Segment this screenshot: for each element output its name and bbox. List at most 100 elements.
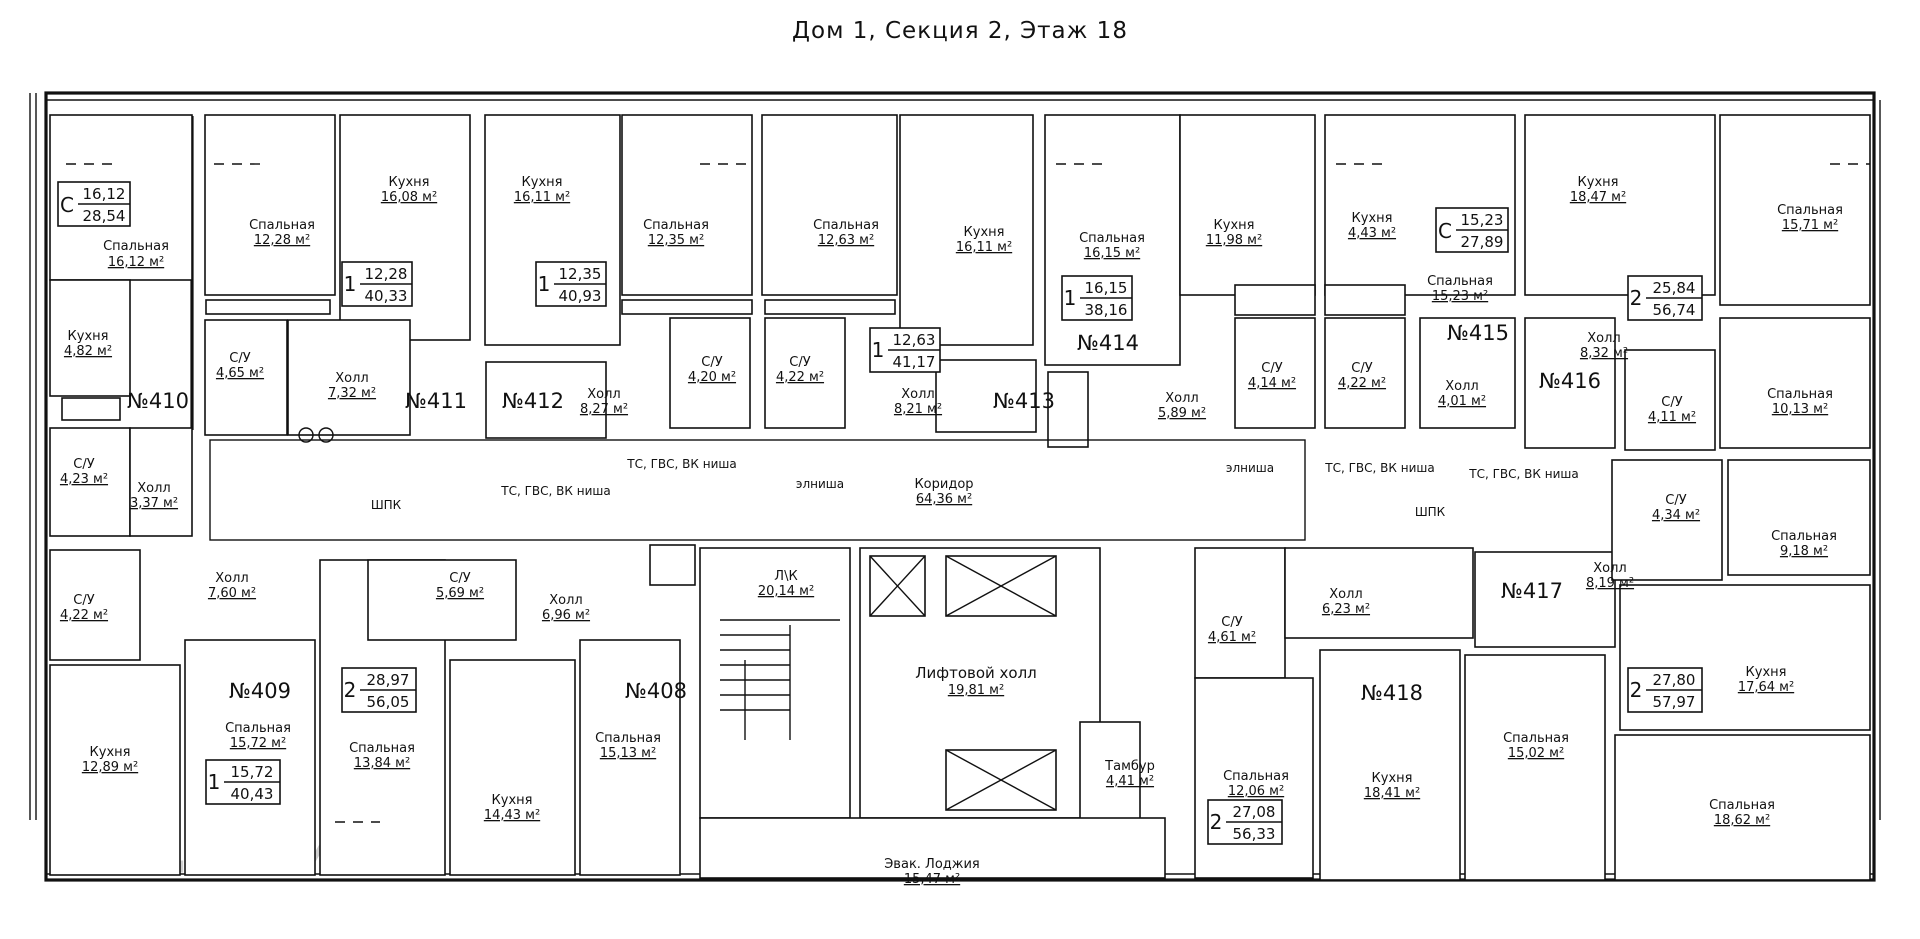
room-name-area: 15,72 м² [230, 736, 286, 751]
shaft-note: ТС, ГВС, ВК ниша [500, 484, 610, 498]
room-area: 8,19 м² [1586, 576, 1634, 591]
apartment-412-number: №412 [502, 389, 564, 413]
room-name: Холл [1593, 561, 1626, 576]
room-area: 4,41 м² [1106, 774, 1154, 789]
room-name: Лифтовой холл [915, 664, 1037, 682]
apartment-414-tag: 1 16,15 38,16 [1061, 275, 1133, 321]
room-name: Спальная [1427, 274, 1493, 289]
room-area: 14,43 м² [484, 808, 540, 823]
stairs [720, 619, 840, 740]
apartment-tags: С 16,12 28,54 1 12,28 40,33 1 12,35 40,9… [57, 181, 1703, 845]
svg-text:15,72: 15,72 [231, 763, 274, 781]
room-name: Кухня [1578, 175, 1619, 190]
svg-text:38,16: 38,16 [1085, 301, 1128, 319]
room-name: С/У [1351, 361, 1372, 376]
room-area: 5,69 м² [436, 586, 484, 601]
room-name: С/У [1665, 493, 1686, 508]
room-area: 18,47 м² [1570, 190, 1626, 205]
room-name: Холл [1165, 391, 1198, 406]
svg-text:56,33: 56,33 [1233, 825, 1276, 843]
room-name: Спальная [225, 721, 291, 736]
room-area: 4,43 м² [1348, 226, 1396, 241]
room-area: 16,12 м² [108, 255, 164, 270]
svg-text:40,43: 40,43 [231, 785, 274, 803]
room-name: Спальная [595, 731, 661, 746]
room-area: 17,64 м² [1738, 680, 1794, 695]
room-name: С/У [1261, 361, 1282, 376]
svg-text:25,84: 25,84 [1653, 279, 1696, 297]
apartment-416-tag: 2 25,84 56,74 [1627, 275, 1703, 321]
svg-text:12,35: 12,35 [559, 265, 602, 283]
room-area: 12,89 м² [82, 760, 138, 775]
room-name: Спальная [1771, 529, 1837, 544]
svg-text:28,97: 28,97 [367, 671, 410, 689]
svg-text:27,89: 27,89 [1461, 233, 1504, 251]
room-area: 16,11 м² [956, 240, 1012, 255]
apartment-numbers: №410 №411 №412 №413 №414 №415 №416 №417 … [127, 321, 1601, 705]
svg-text:1: 1 [872, 338, 885, 362]
technical-notes: ТС, ГВС, ВК ниша ТС, ГВС, ВК ниша ТС, ГВ… [371, 457, 1579, 519]
room-area: 4,01 м² [1438, 394, 1486, 409]
room-area: 8,21 м² [894, 402, 942, 417]
room-area: 4,23 м² [60, 472, 108, 487]
room-area: 15,13 м² [600, 746, 656, 761]
room-name: Тамбур [1104, 759, 1155, 774]
room-area: 20,14 м² [758, 584, 814, 599]
svg-text:56,05: 56,05 [367, 693, 410, 711]
window-marks [66, 163, 1870, 823]
elnisha-note: элниша [1226, 461, 1274, 475]
room-name: Кухня [1352, 211, 1393, 226]
svg-text:27,08: 27,08 [1233, 803, 1276, 821]
svg-text:2: 2 [1210, 810, 1223, 834]
svg-text:56,74: 56,74 [1653, 301, 1696, 319]
room-area: 12,35 м² [648, 233, 704, 248]
room-name: Кухня [1372, 771, 1413, 786]
room-name: Холл [137, 481, 170, 496]
room-area: 15,23 м² [1432, 289, 1488, 304]
room-name: Л\К [774, 569, 797, 584]
apartment-414-number: №414 [1077, 331, 1139, 355]
room-name: Холл [1587, 331, 1620, 346]
room-name: Спальная [103, 239, 169, 254]
svg-text:41,17: 41,17 [893, 353, 936, 371]
room-name: Кухня [522, 175, 563, 190]
room-area: 4,20 м² [688, 370, 736, 385]
apartment-415-number: №415 [1447, 321, 1509, 345]
room-area: 16,15 м² [1084, 246, 1140, 261]
svg-text:12,28: 12,28 [365, 265, 408, 283]
room-name: Спальная [349, 741, 415, 756]
room-area: 4,61 м² [1208, 630, 1256, 645]
room-area: 4,22 м² [1338, 376, 1386, 391]
apartment-410-number: №410 [127, 389, 189, 413]
room-name: Кухня [1214, 218, 1255, 233]
room-name: С/У [701, 355, 722, 370]
shpk-note: ШПК [1415, 505, 1446, 519]
apartment-411-number: №411 [405, 389, 467, 413]
room-area: 64,36 м² [916, 492, 972, 507]
room-name: Коридор [914, 477, 973, 492]
shaft-note: ТС, ГВС, ВК ниша [626, 457, 736, 471]
apartment-408-tag: 2 28,97 56,05 [341, 667, 417, 713]
room-name: Спальная [1223, 769, 1289, 784]
room-area: 6,23 м² [1322, 602, 1370, 617]
apartment-413-tag: 1 12,63 41,17 [869, 327, 941, 373]
room-area: 11,98 м² [1206, 233, 1262, 248]
elevators [869, 555, 1057, 811]
room-name: Холл [549, 593, 582, 608]
room-area: 15,71 м² [1782, 218, 1838, 233]
room-name: С/У [73, 457, 94, 472]
room-name: Холл [1329, 587, 1362, 602]
room-name: Эвак. Лоджия [884, 857, 980, 872]
room-area: 4,34 м² [1652, 508, 1700, 523]
apartment-416-number: №416 [1539, 369, 1601, 393]
room-area: 9,18 м² [1780, 544, 1828, 559]
svg-text:1: 1 [1064, 286, 1077, 310]
room-area: 12,28 м² [254, 233, 310, 248]
room-name: С/У [789, 355, 810, 370]
svg-text:1: 1 [344, 272, 357, 296]
room-area: 4,82 м² [64, 344, 112, 359]
svg-text:28,54: 28,54 [83, 207, 126, 225]
svg-text:2: 2 [1630, 678, 1643, 702]
room-name: С/У [1221, 615, 1242, 630]
